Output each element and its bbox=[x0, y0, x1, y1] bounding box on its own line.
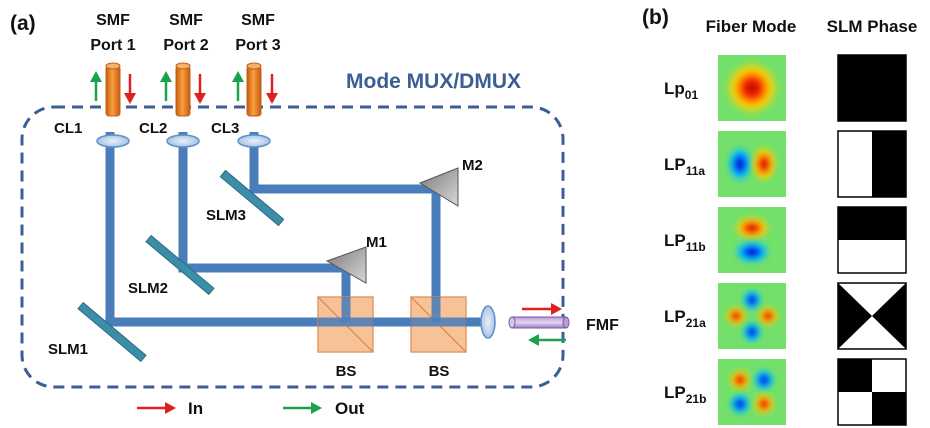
port-1-arrows bbox=[90, 71, 136, 104]
port-2-label-line2: Port 2 bbox=[163, 37, 208, 54]
mux-dmux-title: Mode MUX/DMUX bbox=[346, 70, 521, 93]
fiber-mode-lp11a bbox=[718, 131, 786, 197]
bs1-label: BS bbox=[336, 363, 357, 380]
panel-a-label: (a) bbox=[10, 12, 36, 35]
svg-text:LP11a: LP11a bbox=[664, 155, 705, 178]
smf-port-3-fiber bbox=[246, 62, 262, 117]
svg-text:LP21a: LP21a bbox=[664, 307, 706, 330]
slm-phase-lp11b bbox=[837, 206, 907, 274]
slm-phase-header: SLM Phase bbox=[827, 17, 918, 36]
svg-text:LP11b: LP11b bbox=[664, 231, 706, 254]
slm-phase-lp01 bbox=[837, 54, 907, 122]
panel-b-label: (b) bbox=[642, 6, 669, 29]
port-3-arrows bbox=[232, 71, 278, 104]
beam-path-3 bbox=[249, 132, 441, 315]
bs2-label: BS bbox=[429, 363, 450, 380]
slm-phase-lp21a bbox=[837, 282, 907, 350]
slm3-device bbox=[219, 169, 285, 227]
fiber-mode-header: Fiber Mode bbox=[706, 17, 797, 36]
cl3-lens bbox=[237, 134, 271, 148]
fmf-label: FMF bbox=[586, 317, 619, 334]
legend-in bbox=[137, 402, 176, 414]
slm2-device bbox=[145, 234, 215, 296]
port-2-arrows bbox=[160, 71, 206, 104]
slm-phase-lp11a bbox=[837, 130, 907, 198]
m2-mirror bbox=[418, 167, 459, 207]
cl2-label: CL2 bbox=[139, 120, 167, 137]
port-3-label-line2: Port 3 bbox=[235, 37, 280, 54]
fmf-lens bbox=[480, 305, 496, 339]
smf-port-2-fiber bbox=[175, 62, 191, 117]
smf-port-1-fiber bbox=[105, 62, 121, 117]
legend-out bbox=[283, 402, 322, 414]
m1-mirror bbox=[325, 246, 367, 284]
slm-phase-lp21b bbox=[837, 358, 907, 426]
slm2-label: SLM2 bbox=[128, 280, 168, 297]
legend-out-label: Out bbox=[335, 399, 365, 418]
mode-label-lp21b: LP21b bbox=[664, 383, 706, 406]
port-2-label-line1: SMF bbox=[169, 12, 203, 29]
legend-in-label: In bbox=[188, 399, 203, 418]
fiber-mode-lp21b bbox=[718, 359, 786, 425]
fmf-fiber bbox=[508, 316, 570, 329]
mode-label-lp11a: LP11a bbox=[664, 155, 705, 178]
port-1-label-line1: SMF bbox=[96, 12, 130, 29]
beam-path-2 bbox=[178, 132, 351, 315]
svg-text:LP21b: LP21b bbox=[664, 383, 706, 406]
cl3-label: CL3 bbox=[211, 120, 239, 137]
slm1-label: SLM1 bbox=[48, 341, 88, 358]
mode-label-lp01: Lp01 bbox=[664, 79, 698, 102]
port-3-label-line1: SMF bbox=[241, 12, 275, 29]
port-1-label-line2: Port 1 bbox=[90, 37, 135, 54]
fmf-arrows bbox=[522, 303, 566, 346]
cl1-label: CL1 bbox=[54, 120, 82, 137]
mode-label-lp11b: LP11b bbox=[664, 231, 706, 254]
fiber-mode-lp01 bbox=[718, 55, 786, 121]
mode-label-lp21a: LP21a bbox=[664, 307, 706, 330]
mux-dmux-boundary bbox=[20, 105, 565, 389]
slm1-device bbox=[77, 301, 147, 363]
cl2-lens bbox=[166, 134, 200, 148]
fiber-mode-lp11b bbox=[718, 207, 786, 273]
m2-label: M2 bbox=[462, 157, 483, 174]
fiber-mode-lp21a bbox=[718, 283, 786, 349]
svg-text:Lp01: Lp01 bbox=[664, 79, 698, 102]
cl1-lens bbox=[96, 134, 130, 148]
slm3-label: SLM3 bbox=[206, 207, 246, 224]
m1-label: M1 bbox=[366, 234, 387, 251]
